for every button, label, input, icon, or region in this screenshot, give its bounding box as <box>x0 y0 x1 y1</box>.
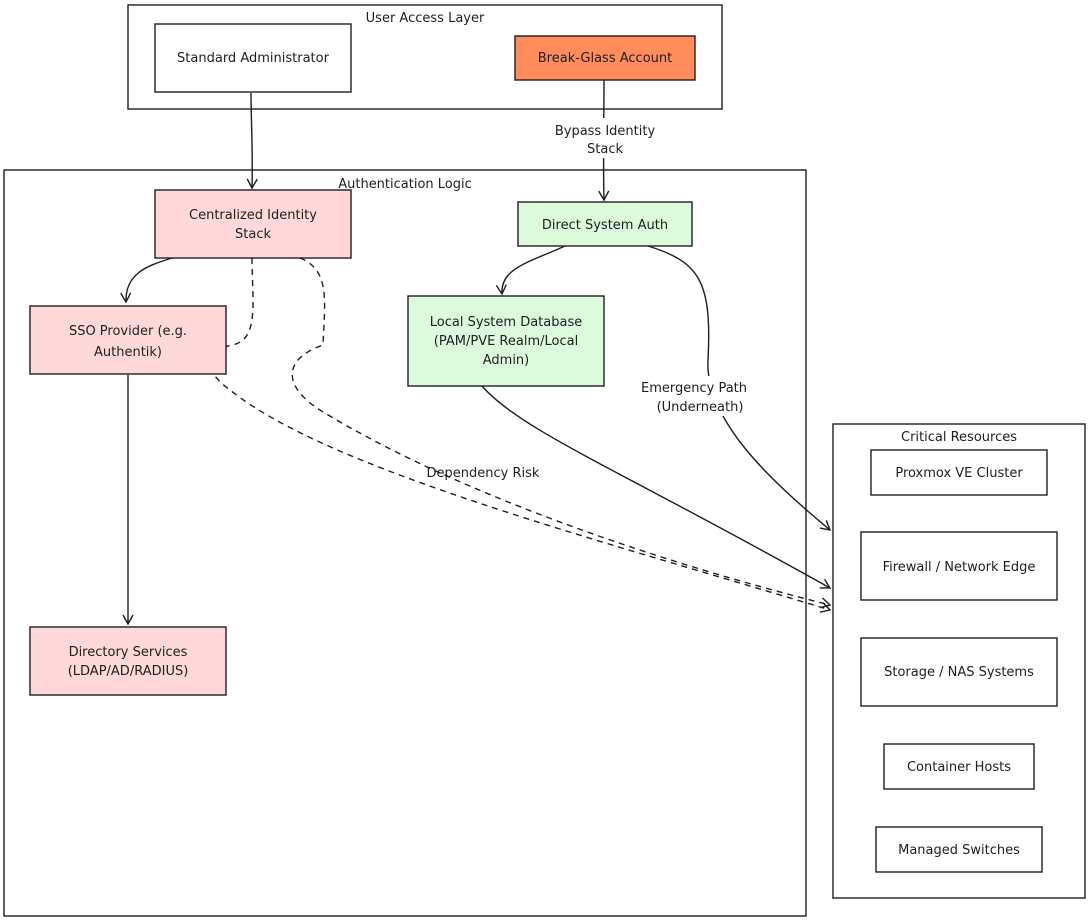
node-standard-administrator[interactable]: Standard Administrator <box>154 23 352 93</box>
edge-identity-to-critical-dep-1 <box>208 257 832 613</box>
group-label-user-access: User Access Layer <box>366 11 485 26</box>
node-sso-provider[interactable]: SSO Provider (e.g. Authentik) <box>29 305 227 375</box>
edge-label-dependency: Dependency Risk <box>427 466 540 481</box>
svg-text:Direct System Auth: Direct System Auth <box>542 218 668 233</box>
edge-direct-to-critical-emergency <box>647 245 832 531</box>
node-container-hosts[interactable]: Container Hosts <box>883 743 1035 790</box>
svg-text:Authentik): Authentik) <box>94 345 162 360</box>
node-directory-services[interactable]: Directory Services (LDAP/AD/RADIUS) <box>29 626 227 696</box>
svg-text:Container Hosts: Container Hosts <box>907 760 1011 775</box>
edge-direct-to-localdb <box>495 245 566 296</box>
svg-text:(LDAP/AD/RADIUS): (LDAP/AD/RADIUS) <box>68 664 189 679</box>
node-direct-system-auth[interactable]: Direct System Auth <box>517 201 693 247</box>
group-authentication-logic: Authentication Logic <box>3 169 807 917</box>
svg-text:Break-Glass Account: Break-Glass Account <box>538 51 672 66</box>
edges <box>120 79 832 626</box>
svg-text:Proxmox VE Cluster: Proxmox VE Cluster <box>895 466 1023 481</box>
svg-text:Local System Database: Local System Database <box>430 315 582 330</box>
node-break-glass-account[interactable]: Break-Glass Account <box>514 35 696 81</box>
svg-text:Admin): Admin) <box>483 353 530 368</box>
node-storage-nas-systems[interactable]: Storage / NAS Systems <box>860 637 1058 707</box>
svg-text:Centralized Identity: Centralized Identity <box>189 208 317 223</box>
svg-text:Firewall / Network Edge: Firewall / Network Edge <box>883 560 1036 575</box>
svg-text:(PAM/PVE Realm/Local: (PAM/PVE Realm/Local <box>434 334 578 349</box>
node-local-system-database[interactable]: Local System Database (PAM/PVE Realm/Loc… <box>407 295 605 387</box>
svg-text:Directory Services: Directory Services <box>69 645 188 660</box>
svg-text:Managed Switches: Managed Switches <box>898 843 1020 858</box>
edge-label-bypass-line2: Stack <box>587 142 623 157</box>
svg-text:Storage / NAS Systems: Storage / NAS Systems <box>884 665 1034 680</box>
edge-identity-to-critical-dep-2 <box>291 257 832 609</box>
node-firewall-network-edge[interactable]: Firewall / Network Edge <box>860 531 1058 601</box>
node-managed-switches[interactable]: Managed Switches <box>875 826 1043 873</box>
edge-label-emergency-line1: Emergency Path <box>641 381 747 396</box>
node-centralized-identity-stack[interactable]: Centralized Identity Stack <box>154 189 352 259</box>
edge-admin-to-identity <box>246 92 258 190</box>
edge-label-bypass-line1: Bypass Identity <box>555 124 656 139</box>
edge-identity-to-sso <box>120 257 173 304</box>
node-proxmox-ve-cluster[interactable]: Proxmox VE Cluster <box>870 449 1048 496</box>
svg-text:Standard Administrator: Standard Administrator <box>177 51 330 66</box>
edge-label-dependency-text: Dependency Risk <box>427 466 540 481</box>
group-label-critical: Critical Resources <box>901 430 1017 445</box>
group-label-auth-logic: Authentication Logic <box>338 177 472 192</box>
svg-text:Stack: Stack <box>235 227 271 242</box>
group-critical-resources: Critical Resources <box>832 423 1086 899</box>
svg-text:SSO Provider (e.g.: SSO Provider (e.g. <box>69 324 187 339</box>
group-user-access-layer: User Access Layer <box>127 4 723 110</box>
edge-label-emergency-line2: (Underneath) <box>657 400 744 415</box>
edge-localdb-to-critical <box>481 385 832 589</box>
edge-label-emergency: Emergency Path (Underneath) <box>640 376 750 416</box>
edge-label-bypass: Bypass Identity Stack <box>540 118 670 158</box>
